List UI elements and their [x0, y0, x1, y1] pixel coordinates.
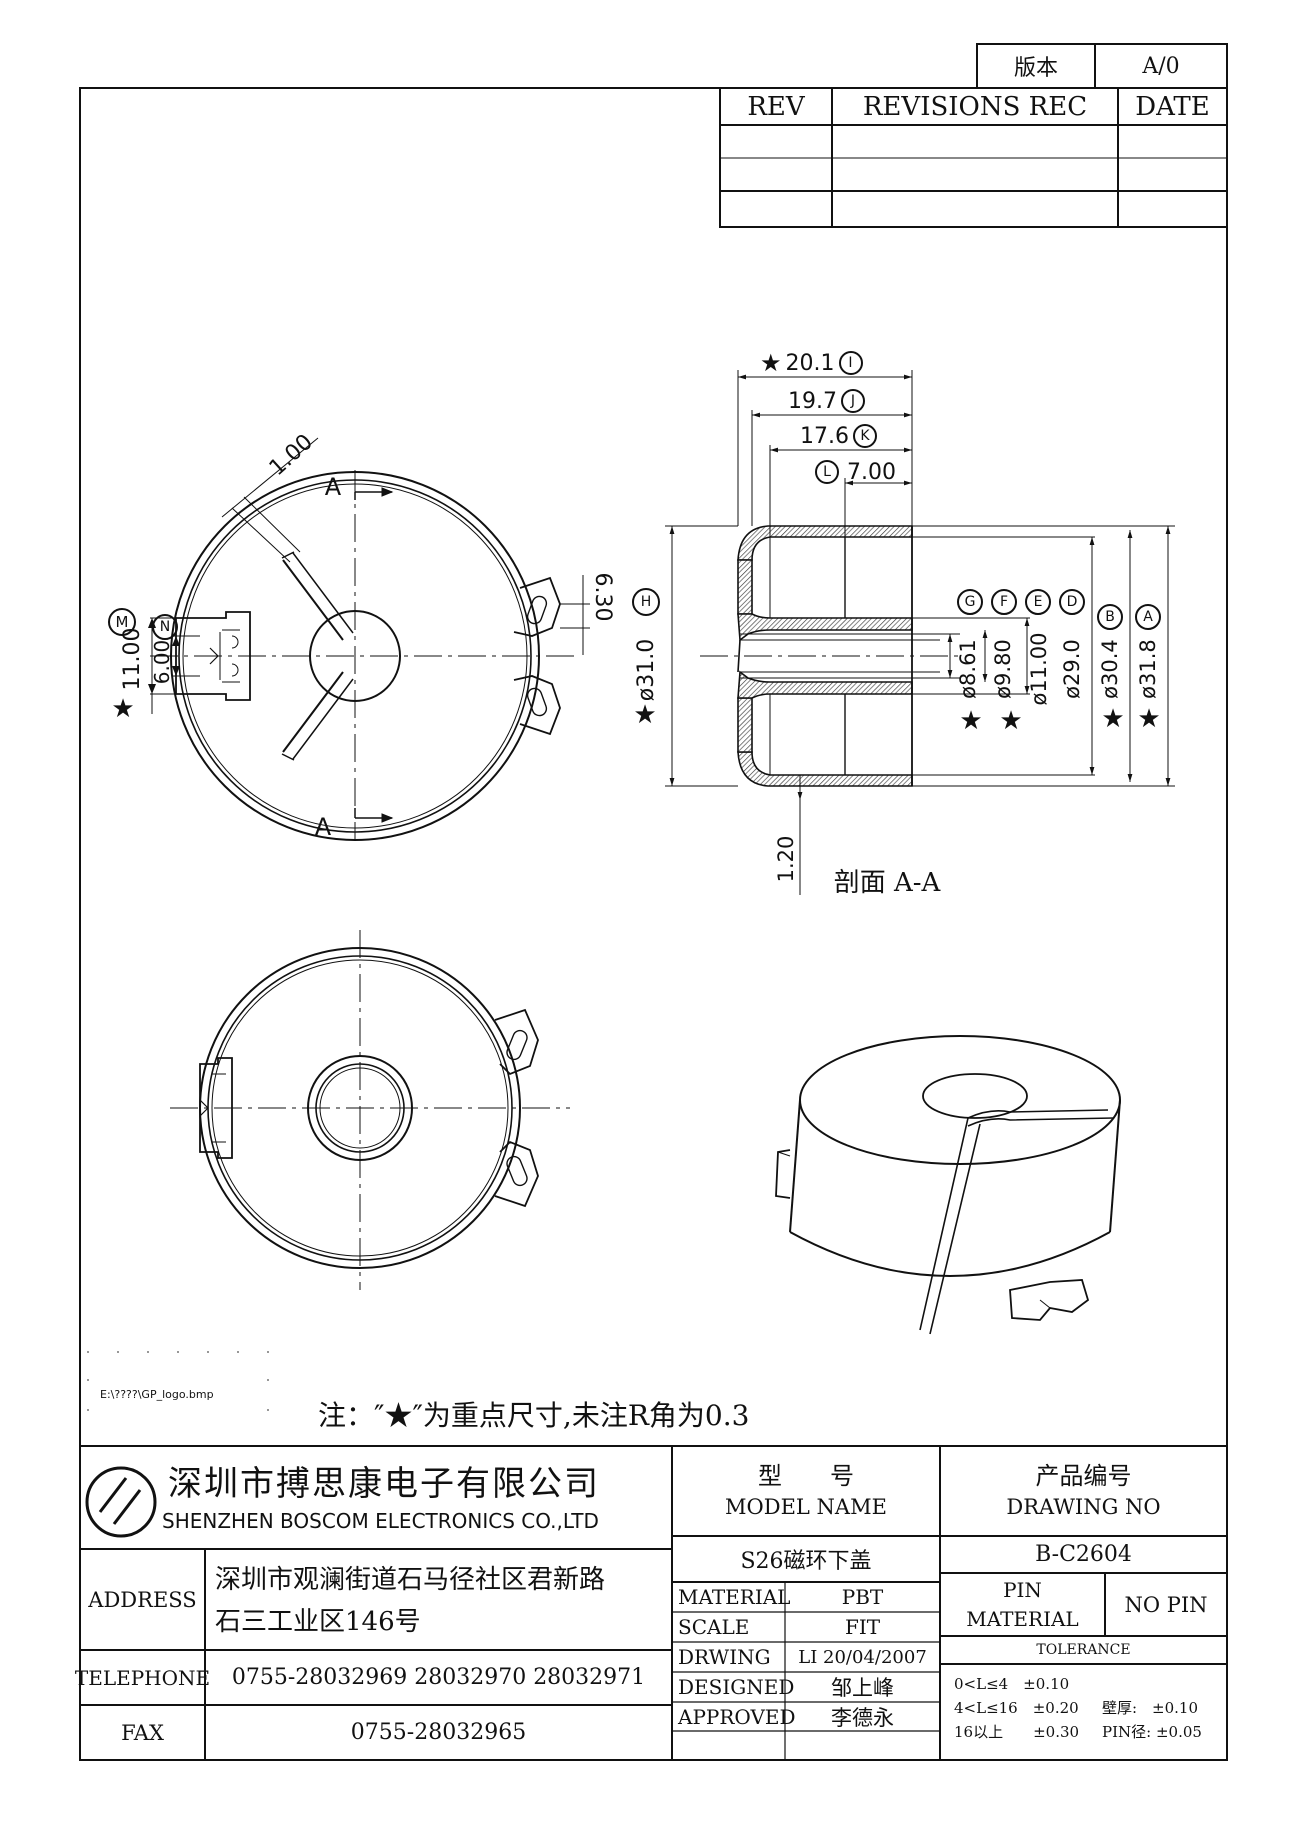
- drwing-label: DRWING: [678, 1645, 771, 1669]
- dim-d-value: ø29.0: [1060, 639, 1084, 699]
- bottom-view: [170, 930, 570, 1290]
- section-mark-bottom: A: [314, 813, 332, 841]
- version-value: A/0: [1142, 53, 1180, 79]
- title-block-grid: [80, 1445, 1227, 1760]
- model-label-en: MODEL NAME: [725, 1495, 887, 1519]
- label-i: I: [838, 351, 863, 375]
- dim-j-value: 19.7: [788, 388, 837, 414]
- star-a: ★: [1137, 704, 1161, 734]
- pin-material-label-2: MATERIAL: [966, 1607, 1079, 1631]
- approved-value: 李德永: [831, 1705, 894, 1730]
- scale-value: FIT: [844, 1615, 881, 1639]
- model-label-cn: 型 号: [758, 1461, 854, 1490]
- dim-g-value: ø8.61: [956, 639, 980, 699]
- telephone-value: 0755-28032969 28032970 28032971: [231, 1665, 646, 1690]
- page-frame: [79, 87, 1228, 1761]
- dim-l-group: L 7.00: [815, 458, 935, 486]
- drwing-value: LI 20/04/2007: [798, 1646, 927, 1668]
- drawing-label-cn: 产品编号: [1035, 1461, 1132, 1490]
- label-d: D: [1059, 589, 1085, 615]
- star-m: ★: [111, 694, 135, 724]
- telephone-label: TELEPHONE: [74, 1665, 211, 1690]
- version-label: 版本: [1013, 56, 1058, 81]
- dim-thickness: 1.20: [774, 835, 798, 883]
- section-mark-top: A: [324, 473, 342, 501]
- material-label: MATERIAL: [678, 1585, 791, 1609]
- pin-material-value: NO PIN: [1124, 1592, 1208, 1617]
- tolerance-row1: 0<L≤4 ±0.10: [954, 1674, 1070, 1693]
- star-f: ★: [999, 706, 1023, 736]
- dim-j-group: 19.7 J: [788, 387, 918, 415]
- address-line1: 深圳市观澜街道石马径社区君新路: [215, 1564, 606, 1595]
- star-b: ★: [1101, 704, 1125, 734]
- wall-tolerance: 壁厚: ±0.10: [1102, 1698, 1199, 1717]
- company-logo-icon: [85, 1466, 157, 1538]
- drawing-note: 注：″★″为重点尺寸,未注R角为0.3: [318, 1399, 750, 1432]
- label-g: G: [957, 589, 983, 615]
- address-label: ADDRESS: [88, 1587, 197, 1612]
- label-h: H: [632, 588, 660, 616]
- star-i: ★: [760, 349, 782, 377]
- approved-label: APPROVED: [678, 1704, 796, 1729]
- dim-k-value: 17.6: [800, 423, 849, 449]
- logo-file-ref: E:\????\GP_logo.bmp: [100, 1387, 214, 1401]
- rev-header: REV: [747, 91, 805, 122]
- company-name-cn: 深圳市搏思康电子有限公司: [168, 1463, 600, 1504]
- label-k: K: [852, 424, 877, 448]
- designed-label: DESIGNED: [678, 1675, 795, 1699]
- dim-i-value: 20.1: [785, 350, 835, 376]
- fax-label: FAX: [121, 1720, 164, 1745]
- star-g: ★: [959, 706, 983, 736]
- date-header: DATE: [1135, 91, 1210, 122]
- dim-h-value: ø31.0: [633, 638, 659, 702]
- top-view: [148, 437, 590, 841]
- label-l: L: [815, 460, 839, 484]
- label-n: N: [152, 614, 178, 640]
- company-name-en: SHENZHEN BOSCOM ELECTRONICS CO.,LTD: [162, 1509, 599, 1533]
- logo-placeholder-frame: [87, 1351, 269, 1411]
- material-value: PBT: [841, 1585, 884, 1609]
- fax-value: 0755-28032965: [350, 1720, 527, 1745]
- star-h: ★: [633, 700, 657, 730]
- drawing-label-en: DRAWING NO: [1006, 1495, 1161, 1519]
- section-view: [665, 370, 1175, 895]
- pin-diameter-tolerance: PIN径: ±0.05: [1102, 1722, 1202, 1741]
- label-j: J: [840, 389, 865, 413]
- tolerance-label: TOLERANCE: [1036, 1642, 1131, 1658]
- isometric-view: [775, 1035, 1121, 1335]
- dim-b-value: ø30.4: [1098, 639, 1122, 699]
- dim-a-value: ø31.8: [1136, 639, 1160, 699]
- designed-value: 邹上峰: [831, 1676, 894, 1700]
- label-a: A: [1135, 604, 1161, 630]
- dim-tab-width: 6.30: [590, 572, 616, 622]
- label-m: M: [108, 608, 136, 636]
- drawing-value: B-C2604: [1035, 1542, 1132, 1567]
- model-value: S26磁环下盖: [740, 1549, 872, 1574]
- tolerance-row3: 16以上 ±0.30: [954, 1722, 1080, 1741]
- dim-k-group: 17.6 K: [800, 422, 930, 450]
- dim-l-value: 7.00: [847, 459, 896, 485]
- label-e: E: [1025, 589, 1051, 615]
- tolerance-row2: 4<L≤16 ±0.20: [954, 1698, 1079, 1717]
- label-b: B: [1097, 604, 1123, 630]
- revisions-rec-header: REVISIONS REC: [862, 91, 1088, 122]
- pin-material-label-1: PIN: [1003, 1578, 1042, 1602]
- scale-label: SCALE: [678, 1615, 750, 1639]
- dim-e-value: ø11.00: [1027, 632, 1051, 706]
- address-line2: 石三工业区146号: [215, 1606, 421, 1637]
- dim-i-group: ★ 20.1 I: [760, 349, 920, 377]
- label-f: F: [991, 589, 1017, 615]
- dim-f-value: ø9.80: [991, 639, 1015, 699]
- section-caption: 剖面 A-A: [833, 867, 941, 898]
